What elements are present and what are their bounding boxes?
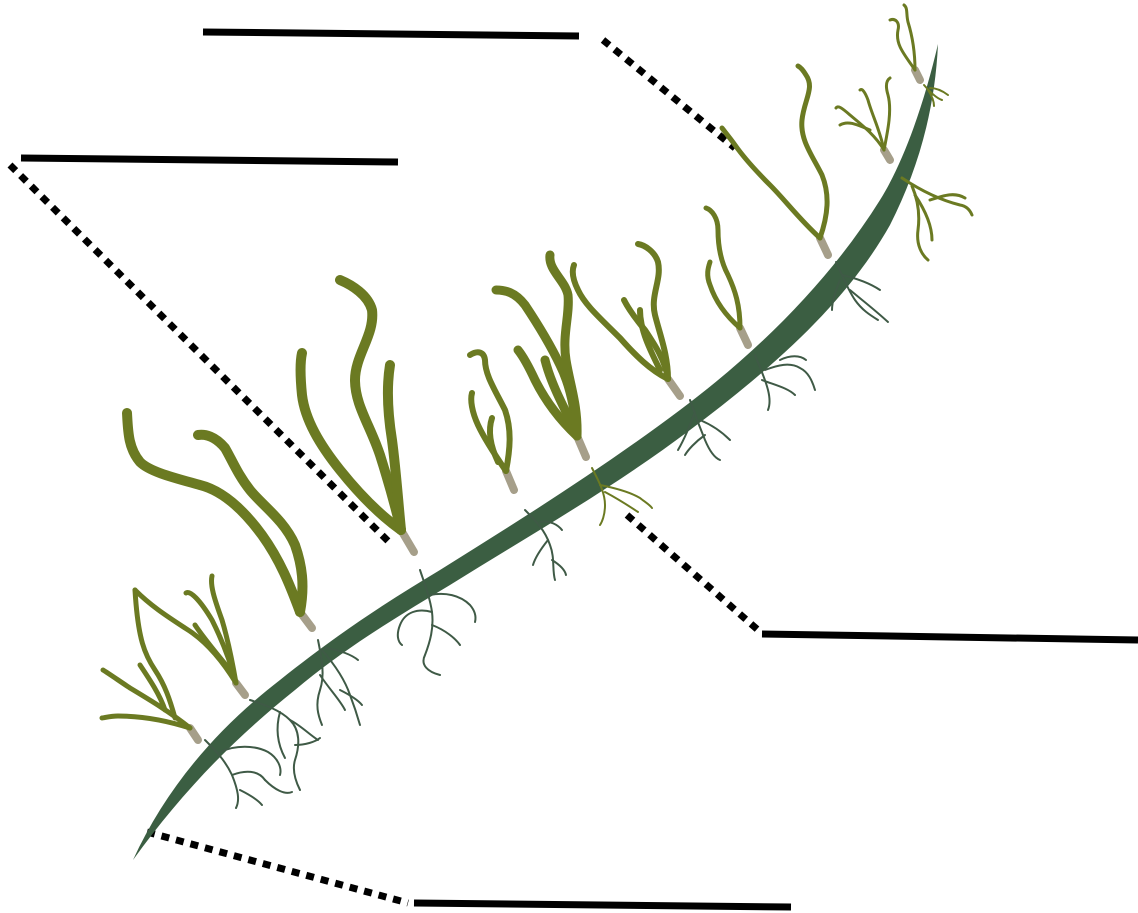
shoot-group-6 <box>496 255 577 436</box>
shoots <box>102 5 972 728</box>
shoot-group-11 <box>890 5 915 70</box>
shoot-group-1 <box>102 590 190 728</box>
label-line-right <box>762 634 1138 640</box>
leader-line-bottom <box>147 832 408 903</box>
leader-line-top <box>603 40 735 148</box>
shoot-group-3 <box>127 413 302 612</box>
label-line-top <box>203 32 579 36</box>
shoot-group-9 <box>722 66 827 238</box>
roots <box>205 85 948 808</box>
shoot-group-10 <box>836 78 890 150</box>
shoot-group-4 <box>301 280 402 530</box>
shoot-group-7 <box>573 244 668 379</box>
label-line-bottom <box>414 903 791 907</box>
leader-line-right <box>627 515 758 630</box>
shoot-group-5 <box>470 352 510 471</box>
label-line-upper-left <box>21 158 398 162</box>
shoot-group-12 <box>902 178 972 260</box>
shoot-group-8 <box>706 208 740 328</box>
